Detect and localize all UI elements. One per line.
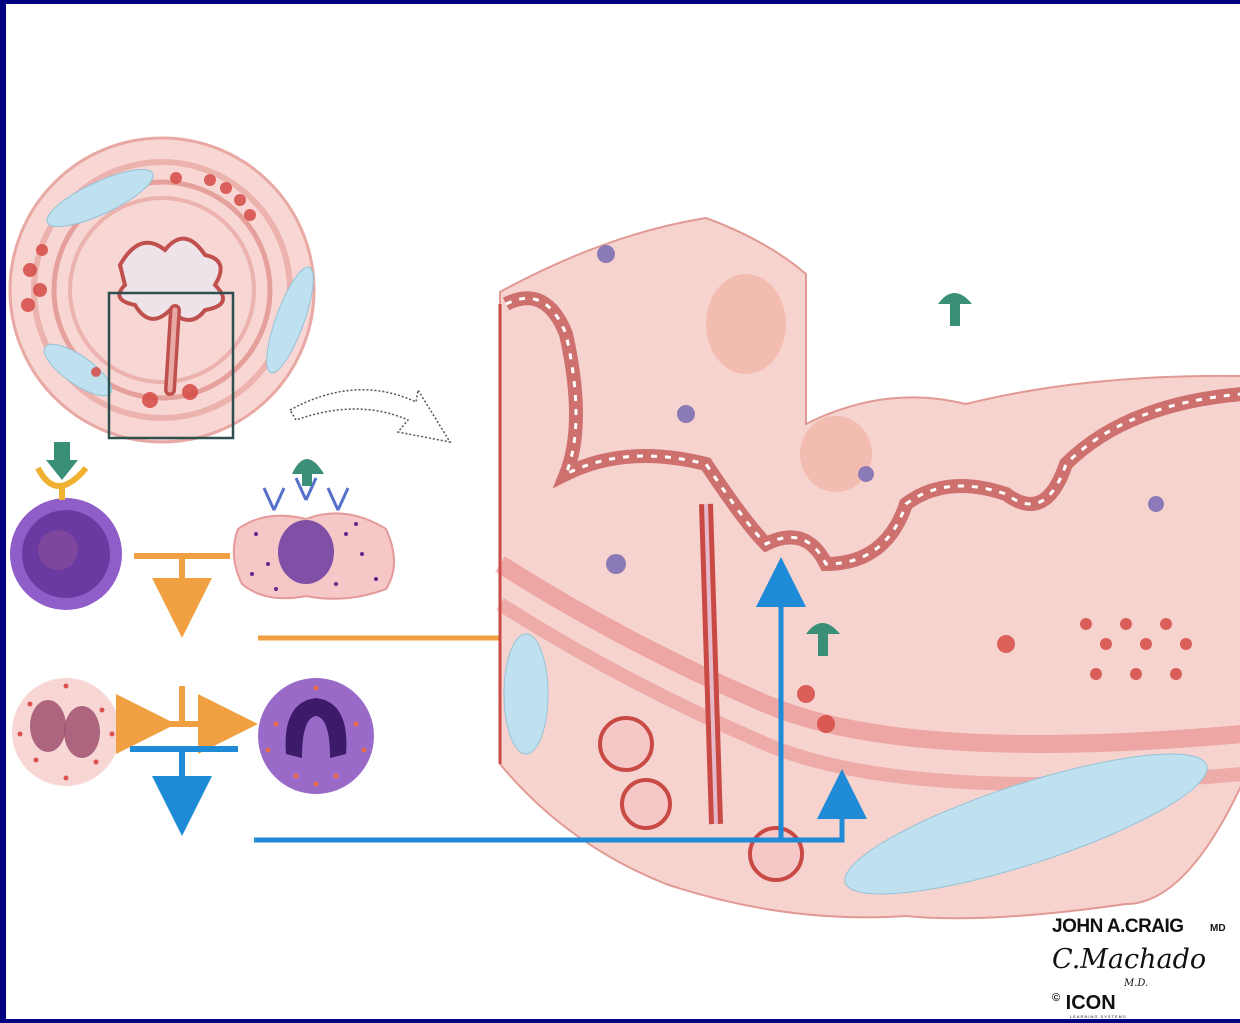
orange-double-arrow	[146, 686, 228, 724]
antigen-icon	[938, 293, 972, 326]
mast-cell-with-ige-icon	[234, 459, 394, 599]
orange-split-arrow	[134, 556, 230, 608]
blue-split-arrow	[130, 749, 238, 806]
illustrator-2-suffix: M.D.	[1124, 978, 1148, 989]
basophil-icon	[258, 678, 374, 794]
eosinophil-icon	[12, 678, 120, 786]
logo-tagline: LEARNING SYSTEMS	[1070, 1014, 1127, 1019]
illustrator-2-signature: C.Machado	[1052, 944, 1206, 975]
copyright-symbol: ©	[1052, 992, 1060, 1004]
b-cell-with-receptor-icon	[10, 442, 122, 610]
logo-text: ICON	[1066, 992, 1116, 1014]
illustration	[6, 4, 1240, 1023]
bronchus-cross-section-icon	[10, 138, 322, 442]
curved-arrow-icon	[290, 390, 450, 442]
illustrator-credit: JOHN A.CRAIG	[1052, 916, 1184, 938]
icon-logo: © ICON	[1052, 992, 1116, 1015]
content-panel: JOHN A.CRAIG MD C.Machado M.D. © ICON LE…	[6, 4, 1240, 1019]
bronchial-wall-block-icon	[500, 218, 1240, 921]
illustrator-credit-suffix: MD	[1210, 923, 1226, 934]
